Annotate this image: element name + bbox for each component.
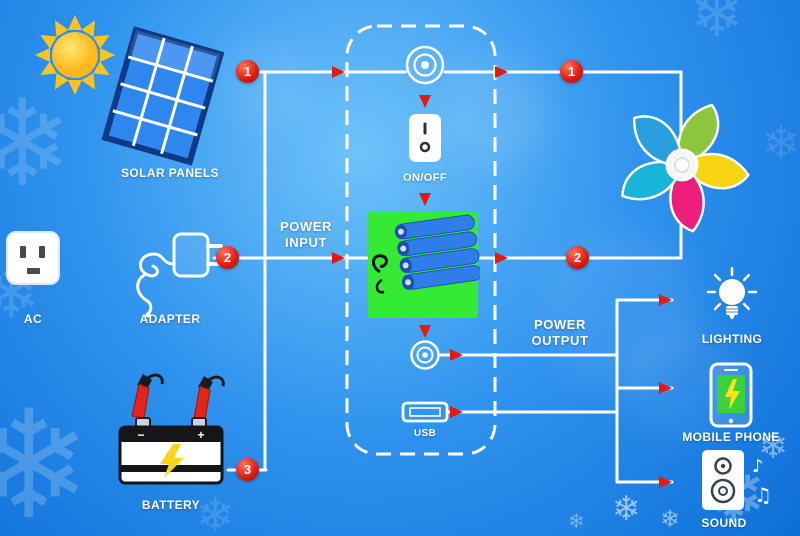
arrow-right-icon <box>659 294 672 306</box>
music-note-icon: ♪ <box>752 456 764 477</box>
usb-label: USB <box>413 428 437 439</box>
arrow-down-icon <box>419 193 431 206</box>
power-output-line1: POWER <box>533 317 587 332</box>
adapter-icon <box>118 224 230 320</box>
adapter-label: ADAPTER <box>139 312 201 326</box>
arrow-right-icon <box>659 382 672 394</box>
arrow-down-icon <box>419 325 431 338</box>
output-marker-2: 2 <box>566 246 589 269</box>
arrow-right-icon <box>495 252 508 264</box>
arrow-right-icon <box>659 476 672 488</box>
arrow-right-icon <box>450 406 463 418</box>
solar-panels-label: SOLAR PANELS <box>121 166 219 180</box>
power-output-label: POWER OUTPUT <box>518 317 602 349</box>
arrow-right-icon <box>332 252 345 264</box>
power-input-line2: INPUT <box>285 235 327 250</box>
mobile-phone-icon <box>709 362 753 428</box>
output-marker-1: 1 <box>560 60 583 83</box>
ac-label: AC <box>23 312 43 326</box>
flow-arrows <box>332 66 672 488</box>
power-input-label: POWER INPUT <box>270 219 342 251</box>
lighting-label: LIGHTING <box>701 332 763 346</box>
input-marker-3: 3 <box>236 458 259 481</box>
battery-minus-sign: − <box>137 428 144 442</box>
arrow-right-icon <box>332 66 345 78</box>
music-notes-icon: ♫ <box>754 483 772 507</box>
input-marker-2: 2 <box>216 246 239 269</box>
solar-panels-icon <box>100 18 250 173</box>
arrow-right-icon <box>450 349 463 361</box>
battery-plus-sign: + <box>197 428 204 442</box>
battery-pack-icon <box>366 210 482 320</box>
arrow-right-icon <box>495 66 508 78</box>
on-off-label: ON/OFF <box>403 172 447 184</box>
fan-icon <box>612 95 752 235</box>
power-input-line1: POWER <box>279 219 333 234</box>
lighting-bulb-icon <box>704 266 760 330</box>
power-station-dashed-box <box>345 24 497 456</box>
battery-icon: − + <box>108 372 234 497</box>
battery-label: BATTERY <box>141 498 201 512</box>
arrow-down-icon <box>419 95 431 108</box>
ac-socket-icon <box>5 228 65 290</box>
dc-output-port-icon <box>404 334 446 376</box>
input-marker-1: 1 <box>236 60 259 83</box>
sun-icon <box>20 2 130 112</box>
speaker-icon: ♪ ♫ <box>700 448 772 514</box>
on-off-switch-icon <box>406 112 444 166</box>
power-output-line2: OUTPUT <box>531 333 589 348</box>
sound-label: SOUND <box>701 516 747 530</box>
dc-input-port-icon <box>399 39 451 91</box>
usb-port-icon <box>399 399 451 427</box>
mobile-phone-label: MOBILE PHONE <box>682 430 780 444</box>
